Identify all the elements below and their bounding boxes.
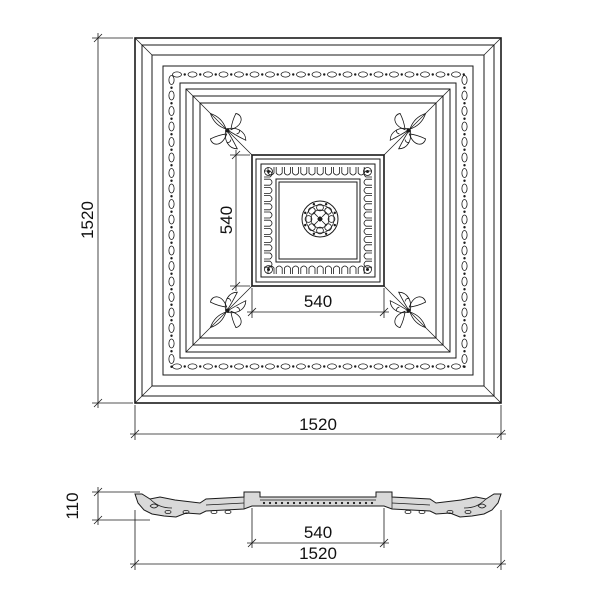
dim-plan-width: 1520 <box>130 405 506 440</box>
step-molding-2 <box>192 95 444 346</box>
dim-center-width-label: 540 <box>304 292 332 311</box>
dim-section-depth: 110 <box>63 487 150 525</box>
dim-plan-width-label: 1520 <box>299 415 337 434</box>
dim-center-height-label: 540 <box>217 206 236 234</box>
section-profile <box>134 491 502 518</box>
center-field <box>278 181 358 260</box>
plan-view: 1520 1520 540 540 <box>78 33 506 440</box>
frame-bevel-inner <box>151 54 485 387</box>
dim-center-height: 540 <box>217 150 250 291</box>
bead-band-inner <box>179 82 457 359</box>
egg-dart-band-outer <box>260 163 376 278</box>
step-molding-3 <box>199 102 437 339</box>
bead-band-ornament <box>168 71 468 370</box>
bead-band-outer <box>162 65 474 376</box>
dim-plan-height-label: 1520 <box>78 201 97 239</box>
outer-frame <box>134 37 502 404</box>
dim-section-width-label: 1520 <box>299 544 337 563</box>
dim-section-center: 540 <box>247 508 389 548</box>
dim-center-width: 540 <box>247 288 389 318</box>
section-view: 110 540 1520 <box>63 487 506 570</box>
step-molding-corners <box>185 88 451 353</box>
dim-section-width: 1520 <box>130 510 506 570</box>
center-rosette <box>301 200 339 238</box>
center-panel-outer <box>251 154 385 287</box>
section-detail-lines <box>149 492 487 509</box>
corner-leaf-ornaments <box>209 112 427 329</box>
frame-bevel-corners <box>134 37 502 404</box>
step-molding-1 <box>185 88 451 353</box>
section-ornament <box>149 501 487 514</box>
egg-dart-ornament <box>264 167 372 274</box>
outer-frame-inner-line <box>141 44 495 397</box>
dim-section-depth-label: 110 <box>63 492 82 519</box>
center-panel-line-2 <box>255 158 381 283</box>
dim-plan-height: 1520 <box>78 33 133 408</box>
egg-dart-band-inner <box>275 178 361 263</box>
dim-section-center-label: 540 <box>304 523 332 542</box>
